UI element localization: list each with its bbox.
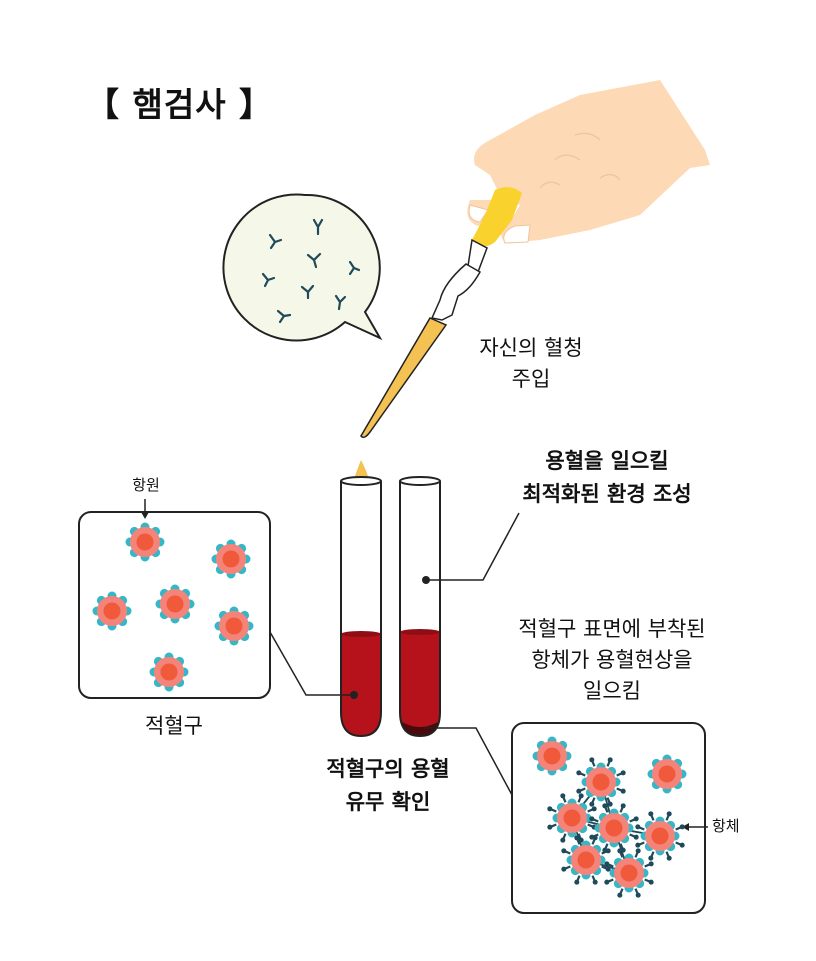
- cells: [92, 522, 687, 898]
- antibody-effect-label: 적혈구 표면에 부착된 항체가 용혈현상을 일으킴: [518, 617, 706, 703]
- red-blood-cell: [532, 736, 572, 776]
- antibody-label: 항체: [712, 817, 740, 835]
- dropper: [360, 187, 522, 439]
- antigen-label: 항원: [132, 476, 160, 494]
- bubble-antibodies: [261, 218, 361, 324]
- leader-lines: [144, 499, 708, 828]
- bound-red-blood-cell: [635, 811, 685, 861]
- leader-dots: [350, 576, 430, 699]
- page-title: 【 햄검사 】: [86, 85, 274, 124]
- speech-bubble: [222, 193, 383, 342]
- hemolysis-check-label: 적혈구의 용혈 유무 확인: [326, 757, 450, 814]
- red-blood-cell: [149, 652, 189, 692]
- test-tube-right: [399, 476, 441, 738]
- red-blood-cell: [214, 606, 254, 646]
- bound-red-blood-cell: [589, 803, 639, 853]
- bound-red-blood-cell: [576, 757, 626, 807]
- red-blood-cell: [125, 522, 165, 562]
- red-blood-cell: [211, 539, 251, 579]
- antigen-arrow: [141, 512, 149, 519]
- red-blood-cell: [92, 591, 132, 631]
- antibody-arrow: [682, 823, 689, 831]
- rbc-label: 적혈구: [145, 714, 203, 738]
- red-blood-cell: [647, 754, 687, 794]
- bound-red-blood-cell: [561, 835, 611, 885]
- optimal-environment-label: 용혈을 일으킬 최적화된 환경 조성: [522, 449, 692, 506]
- bound-red-blood-cell: [547, 793, 597, 843]
- bound-red-blood-cell: [604, 848, 654, 898]
- test-tube-left: [340, 476, 382, 738]
- red-blood-cell: [155, 584, 195, 624]
- serum-label: 자신의 혈청 주입: [479, 336, 583, 391]
